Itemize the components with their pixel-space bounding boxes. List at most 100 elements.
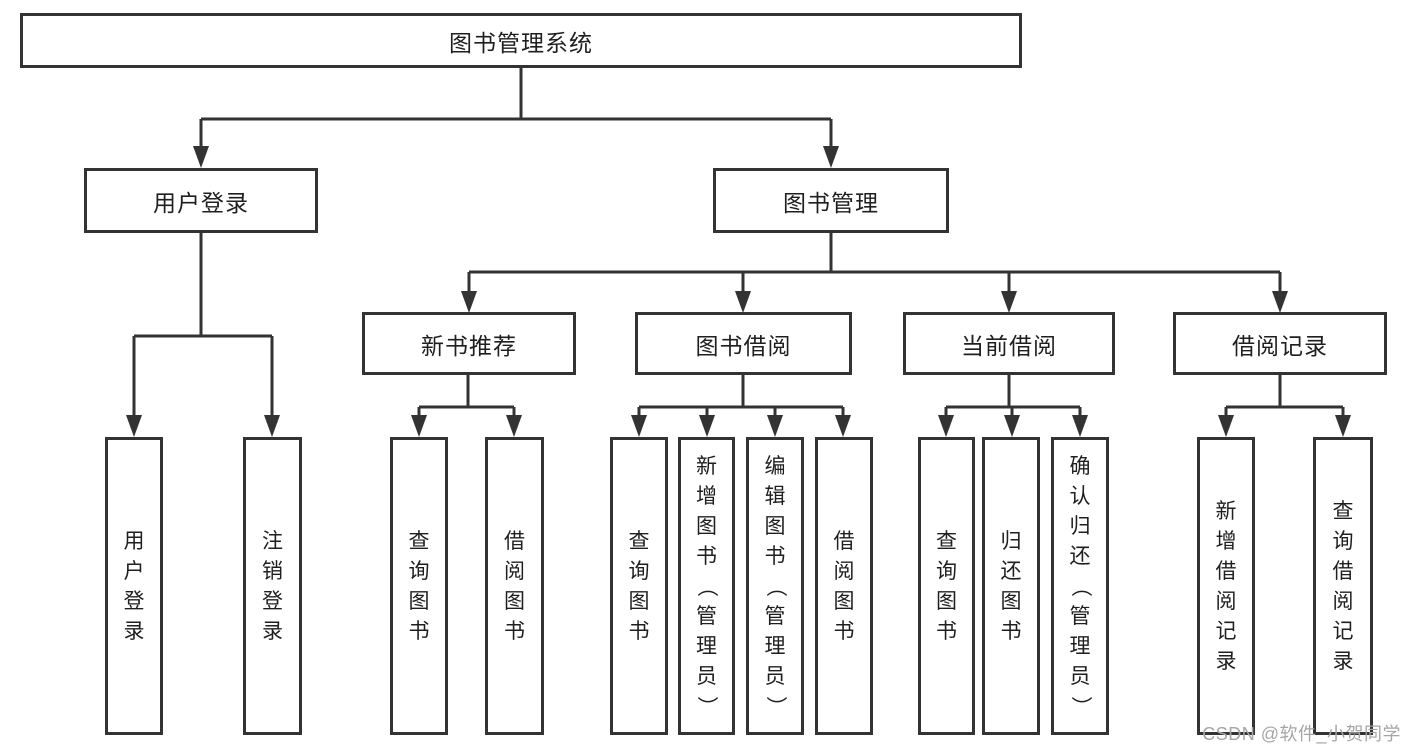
leaf-label-char: 借: [1215, 559, 1237, 583]
leaf-label-char: 员: [1069, 664, 1091, 688]
leaf-label-char: 员: [696, 664, 717, 688]
leaf-label-char: （: [1068, 575, 1092, 597]
leaf-label-char: 户: [123, 559, 145, 583]
leaf-label-char: 查: [1332, 499, 1354, 523]
leaf-return-books: 归还图书: [982, 437, 1040, 735]
arrowhead-down: [1072, 415, 1088, 437]
arrowhead-down: [631, 415, 647, 437]
leaf-label-char: 查: [936, 529, 957, 553]
leaf-label-char: ）: [695, 695, 718, 717]
leaf-label-char: 管: [696, 604, 717, 628]
arrowhead-down: [411, 415, 427, 437]
arrowhead-down: [1335, 415, 1351, 437]
leaf-user-login: 用户登录: [105, 437, 163, 735]
leaf-label-char: 记: [1215, 619, 1237, 643]
leaf-label-char: 图: [936, 589, 957, 613]
arrowhead-down: [506, 415, 522, 437]
leaf-label-char: 还: [1000, 559, 1022, 583]
leaf-label-char: 辑: [764, 484, 786, 508]
leaf-label-char: 新: [1215, 499, 1237, 523]
leaf-label-char: 录: [1215, 649, 1237, 673]
leaf-label-char: 阅: [1332, 589, 1354, 613]
arrowhead-down: [835, 415, 851, 437]
leaf-label-char: 图: [696, 514, 717, 538]
leaf-label-char: 借: [1332, 559, 1354, 583]
leaf-label-char: 用: [123, 529, 145, 553]
node-book-management: 图书管理: [713, 168, 949, 233]
leaf-label-char: 书: [696, 544, 717, 568]
arrowhead-down: [193, 146, 209, 168]
leaf-label-char: 理: [696, 634, 717, 658]
leaf-query-borrow-record: 查询借阅记录: [1313, 437, 1373, 735]
arrowhead-down: [767, 415, 783, 437]
arrowhead-down: [461, 291, 477, 313]
node-label: 图书管理系统: [449, 29, 593, 56]
leaf-label-char: 阅: [833, 559, 855, 583]
leaf-label-char: 录: [262, 619, 283, 643]
leaf-label-char: 阅: [1215, 589, 1237, 613]
leaf-label-char: 管: [1069, 604, 1091, 628]
leaf-add-borrow-record: 新增借阅记录: [1197, 437, 1255, 735]
leaf-label-char: ）: [763, 695, 787, 717]
leaf-label-char: 询: [408, 559, 430, 583]
leaf-logout: 注销登录: [243, 437, 302, 735]
arrowhead-down: [1218, 415, 1234, 437]
node-label: 用户登录: [153, 189, 249, 216]
leaf-label-char: 借: [833, 529, 855, 553]
arrowhead-down: [735, 291, 751, 313]
node-new-book-recommend: 新书推荐: [362, 312, 576, 375]
leaf-label-char: 增: [696, 484, 717, 508]
leaf-label-char: （: [695, 575, 718, 597]
leaf-label-char: 询: [1332, 529, 1354, 553]
leaf-label-char: 理: [1069, 634, 1091, 658]
leaf-label-char: 阅: [504, 559, 525, 583]
leaf-label-char: 图: [833, 589, 855, 613]
leaf-label-char: （: [763, 575, 787, 597]
node-borrowing-records: 借阅记录: [1173, 312, 1387, 375]
leaf-borrow-books-borrowing: 借阅图书: [815, 437, 873, 735]
leaf-label-char: 录: [1332, 649, 1354, 673]
arrowhead-down: [699, 415, 715, 437]
arrowhead-down: [126, 415, 142, 437]
node-label: 借阅记录: [1232, 332, 1328, 359]
leaf-label-char: 借: [504, 529, 525, 553]
node-label: 新书推荐: [421, 332, 517, 359]
arrowhead-down: [1272, 291, 1288, 313]
leaf-label-char: 图: [628, 589, 650, 613]
leaf-label-char: 询: [628, 559, 650, 583]
leaf-label-char: 图: [764, 514, 786, 538]
leaf-label-char: 书: [628, 619, 650, 643]
leaf-label-char: 登: [123, 589, 145, 613]
leaf-label-char: 书: [936, 619, 957, 643]
leaf-label-char: 销: [262, 559, 283, 583]
leaf-edit-books-admin: 编辑图书（管理员）: [746, 437, 804, 735]
leaf-label-char: 查: [408, 529, 430, 553]
leaf-confirm-return-admin: 确认归还（管理员）: [1051, 437, 1109, 735]
arrowhead-down: [823, 146, 839, 168]
node-label: 图书借阅: [695, 332, 792, 359]
leaf-label-char: 员: [764, 664, 786, 688]
leaf-label-char: 理: [764, 634, 786, 658]
leaf-label-char: 查: [628, 529, 650, 553]
node-book-borrowing: 图书借阅: [635, 312, 852, 375]
leaf-label-char: 新: [696, 454, 717, 478]
leaf-label-char: 询: [936, 559, 957, 583]
leaf-label-char: 记: [1332, 619, 1354, 643]
leaf-label-char: 登: [262, 589, 283, 613]
leaf-label-char: 管: [764, 604, 786, 628]
leaf-label-char: 归: [1000, 529, 1022, 553]
node-label: 当前借阅: [961, 332, 1057, 359]
leaf-label-char: 图: [1000, 589, 1022, 613]
arrowhead-down: [1001, 291, 1017, 313]
leaf-query-books-current: 查询图书: [918, 437, 975, 735]
arrowhead-down: [264, 415, 280, 437]
node-current-borrowing: 当前借阅: [903, 312, 1115, 375]
leaf-borrow-books-recommend: 借阅图书: [485, 437, 544, 735]
leaf-add-books-admin: 新增图书 （ 管理员 ）: [678, 437, 735, 735]
leaf-label-char: 图: [408, 589, 430, 613]
node-user-login: 用户登录: [84, 168, 318, 233]
leaf-label-char: 归: [1069, 514, 1091, 538]
leaf-query-books-borrowing: 查询图书: [610, 437, 668, 735]
leaf-query-books-recommend: 查询图书: [390, 437, 448, 735]
